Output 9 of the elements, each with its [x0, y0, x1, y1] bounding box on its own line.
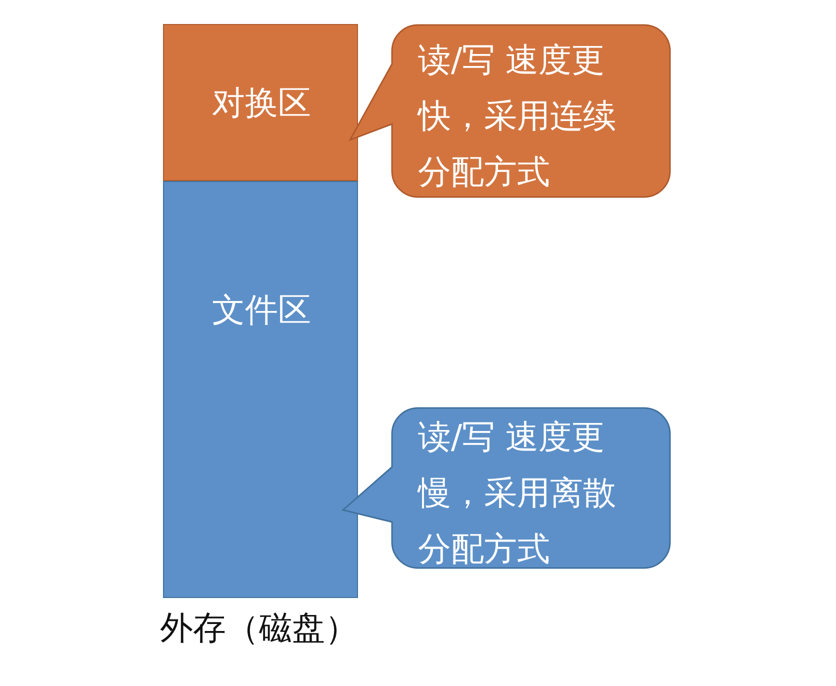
callout-bubble: [341, 407, 671, 569]
disk-caption: 外存（磁盘）: [160, 607, 358, 649]
callout-text: 读/写 速度更快，采用连续分配方式: [418, 39, 617, 193]
file-area-block: [163, 181, 358, 598]
swap-area-block: [163, 24, 358, 181]
callout-text: 读/写 速度更慢，采用离散分配方式: [418, 416, 617, 570]
callout-bubble: [348, 24, 671, 198]
area-label: 文件区: [211, 289, 312, 331]
area-label: 对换区: [211, 82, 312, 124]
